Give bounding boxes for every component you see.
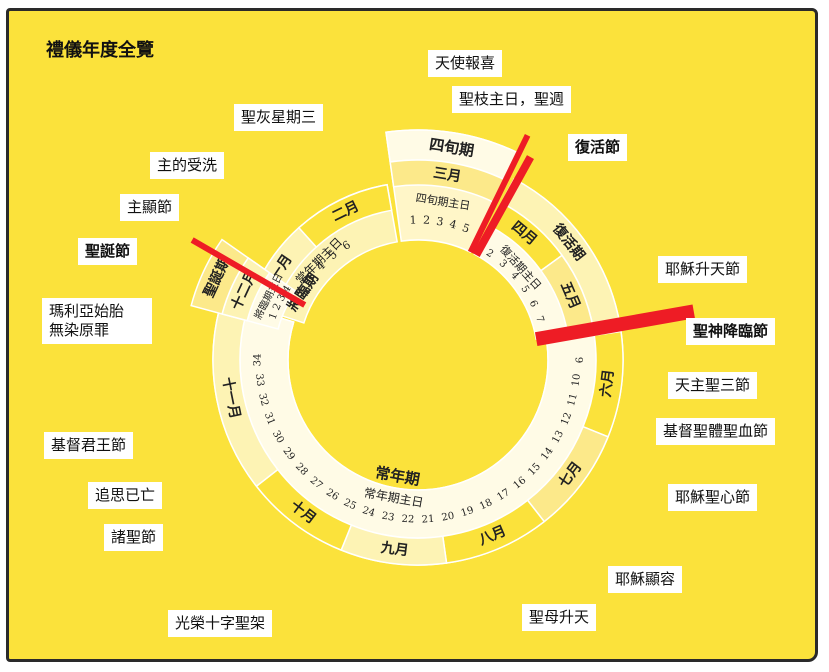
lent-sunday-number: 2: [423, 214, 431, 227]
ordinary-sunday-number: 18: [478, 497, 494, 512]
easter-marker: [472, 155, 534, 257]
month-label: 九月: [379, 540, 410, 559]
feast-immaculate-conception: 瑪利亞始胎 無染原罪: [42, 298, 152, 344]
lent-sunday-number: 3: [435, 215, 444, 229]
ordinary-sunday-number: 32: [256, 392, 270, 407]
ordinary-sunday-number: 23: [381, 511, 396, 524]
feast-annunciation: 天使報喜: [428, 50, 503, 77]
lent-sunday-number: 4: [448, 217, 458, 231]
ordinary-sunday-number: 24: [361, 505, 377, 519]
easter-sunday-number: 7: [533, 315, 545, 325]
advent-sunday-number: 4: [281, 284, 294, 295]
feast-baptism: 主的受洗: [150, 152, 225, 179]
feast-all-souls: 追思已亡: [88, 482, 163, 509]
month-label: 三月: [432, 165, 462, 185]
feast-easter: 復活節: [568, 134, 628, 161]
feast-assumption: 聖母升天: [522, 604, 597, 631]
feast-sacred-heart: 耶穌聖心節: [668, 484, 758, 511]
palm-sunday-marker: [467, 133, 531, 254]
ordinary-sunday-number: 21: [421, 514, 434, 526]
ordinary-sunday-number: 30: [270, 429, 286, 445]
ordinary-sunday-number: 22: [401, 514, 414, 526]
lent-sunday-number: 1: [409, 213, 416, 226]
advent-sunday-number: 1: [267, 311, 280, 321]
ordinary-sunday-number: 9: [573, 357, 584, 363]
pentecost-marker: [534, 304, 695, 347]
ordinary-sunday-number: 10: [570, 373, 583, 387]
ordinary-sunday-number: 31: [262, 411, 277, 427]
easter-sunday-number: 2: [484, 248, 495, 261]
easter-sunday-number: 5: [518, 284, 531, 295]
feast-transfiguration: 耶穌顯容: [608, 566, 683, 593]
ordinary-sunday-number: 33: [253, 373, 266, 387]
feast-all-saints: 諸聖節: [104, 524, 164, 551]
feast-christmas: 聖誕節: [78, 238, 138, 265]
feast-christ-king: 基督君王節: [44, 432, 134, 459]
page-title: 禮儀年度全覽: [46, 40, 154, 61]
ordinary-sunday-number: 20: [441, 511, 456, 524]
ordinary-sunday-number: 13: [550, 429, 566, 445]
ordinary-sunday-number: 25: [342, 497, 358, 512]
feast-trinity: 天主聖三節: [668, 372, 758, 399]
christmas-season-band: [190, 238, 250, 315]
feast-palm-sunday: 聖枝主日，聖週: [452, 86, 572, 113]
ordinary-sunday-number: 34: [253, 354, 264, 367]
feast-ash-wednesday: 聖灰星期三: [234, 104, 324, 131]
christmas-marker: [190, 237, 307, 308]
ordinary-sunday-number: 11: [566, 392, 580, 407]
feast-pentecost: 聖神降臨節: [686, 318, 776, 345]
feast-holy-cross: 光榮十字聖架: [168, 610, 273, 637]
month-segment: [297, 183, 393, 249]
advent-sunday-number: 3: [276, 292, 289, 303]
advent-sunday-number: 2: [271, 302, 284, 312]
month-label: 六月: [597, 368, 617, 398]
easter-sunday-number: 6: [527, 299, 540, 310]
feast-ascension: 耶穌升天節: [658, 256, 748, 283]
lent-sunday-number: 5: [460, 221, 471, 236]
ordinary-sunday-number: 12: [559, 411, 574, 427]
ordinary-sunday-number: 19: [460, 505, 476, 519]
feast-epiphany: 主顯節: [120, 194, 180, 221]
feast-corpus-christi: 基督聖體聖血節: [656, 418, 776, 445]
